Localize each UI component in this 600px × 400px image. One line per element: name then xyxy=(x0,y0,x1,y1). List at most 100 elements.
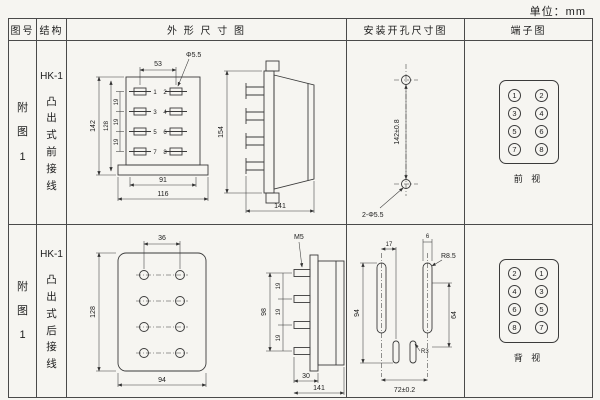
terminal-diagram: 1 2 3 4 5 6 7 8 xyxy=(498,80,559,164)
terminal-number: 6 xyxy=(163,130,167,136)
terminal-pin: 6 xyxy=(535,124,548,138)
terminal-number: 2 xyxy=(163,90,167,96)
terminal-pin: 4 xyxy=(508,285,521,298)
front-view-body xyxy=(117,76,208,176)
dim-side-height: 154 xyxy=(218,126,225,138)
dim-slot-offset: 17 xyxy=(386,242,393,248)
header-mounting: 安装开孔尺寸图 xyxy=(346,18,465,41)
mounting-cell: 17 6 R8.5 94 64 xyxy=(346,224,465,398)
terminal-pin: 3 xyxy=(508,106,521,120)
dim-height-left: 94 xyxy=(354,309,361,317)
terminal-pin: 8 xyxy=(508,321,521,334)
dim-pitch: 19 xyxy=(114,98,120,105)
terminal-number: 4 xyxy=(163,110,167,116)
dim-pitch: 19 xyxy=(276,308,282,315)
terminal-pin: 8 xyxy=(535,142,548,156)
dim-height-outer: 142 xyxy=(90,120,97,132)
terminal-number: 7 xyxy=(153,150,157,156)
header-terminal: 端子图 xyxy=(464,18,593,41)
front-view-dimensions: 36 128 94 xyxy=(90,235,207,387)
mounting-slots xyxy=(376,253,433,377)
mounting-drawing-front-wiring: 142±0.8 2-Φ5.5 xyxy=(362,63,418,219)
dim-stud-depth: 30 xyxy=(302,373,310,380)
terminal-pin: 1 xyxy=(508,88,521,102)
terminal-pin: 5 xyxy=(535,303,548,316)
figure-number: 附图1 xyxy=(17,102,28,163)
terminal-cell: 1 2 3 4 5 6 7 8 前 视 xyxy=(464,40,593,225)
model-label: HK-1 xyxy=(40,70,63,82)
figure-number-cell: 附图1 xyxy=(8,224,37,398)
terminal-pin: 1 xyxy=(535,267,548,280)
dim-bottom-outer: 116 xyxy=(157,191,168,198)
terminal-pin: 2 xyxy=(508,267,521,280)
terminal-pin: 6 xyxy=(508,303,521,316)
table-row-rear-wiring: 附图1 HK-1 凸出式后接线 xyxy=(8,224,593,398)
dim-pitch: 19 xyxy=(114,138,120,145)
side-view-dimensions: 154 141 xyxy=(218,70,315,213)
side-view-body xyxy=(245,60,314,204)
dim-slot-width: 6 xyxy=(426,234,430,240)
terminal-grid: 2 1 4 3 6 5 8 7 xyxy=(508,267,549,334)
dim-slot-radius: R8.5 xyxy=(441,253,456,260)
dim-bottom-inner: 91 xyxy=(159,177,167,184)
header-structure: 结构 xyxy=(36,18,67,41)
terminal-number: 1 xyxy=(153,90,157,96)
terminal-pin: 4 xyxy=(535,106,548,120)
mounting-dimensions: 142±0.8 2-Φ5.5 xyxy=(362,83,408,219)
dimension-table: 图号 结构 外 形 尺 寸 图 安装开孔尺寸图 端子图 附图1 HK-1 凸出式… xyxy=(8,18,593,398)
front-view-body xyxy=(117,252,206,372)
outline-cell: 36 128 94 xyxy=(66,224,347,398)
front-view-terminal-numbers: 1 2 3 4 5 6 7 8 xyxy=(153,90,167,156)
header-fig-no: 图号 xyxy=(8,18,37,41)
terminal-view-caption: 背 视 xyxy=(513,352,544,363)
figure-number-cell: 附图1 xyxy=(8,40,37,225)
dim-stud-span: 98 xyxy=(261,308,268,316)
structure-label: 凸出式后接线 xyxy=(46,274,57,371)
terminal-number: 5 xyxy=(153,130,157,136)
terminal-number: 8 xyxy=(163,150,167,156)
dim-hole-callout: Φ5.5 xyxy=(186,52,201,59)
terminal-cell: 2 1 4 3 6 5 8 7 背 视 xyxy=(464,224,593,398)
dim-bottom-width: 94 xyxy=(158,377,166,384)
dim-hole-callout: 2-Φ5.5 xyxy=(362,212,384,219)
figure-number: 附图1 xyxy=(17,280,28,342)
terminal-pin: 7 xyxy=(535,321,548,334)
outline-cell: 1 2 3 4 5 6 7 8 53 Φ5.5 xyxy=(66,40,347,225)
table-row-front-wiring: 附图1 HK-1 凸出式前接线 xyxy=(8,40,593,225)
front-view-dimensions: 53 Φ5.5 142 128 19 xyxy=(90,52,209,201)
mounting-dimensions: 17 6 R8.5 94 64 xyxy=(354,234,458,394)
terminal-pin: 2 xyxy=(535,88,548,102)
dim-height-right: 64 xyxy=(451,311,458,319)
dim-height-inner: 128 xyxy=(104,120,110,131)
terminal-pin: 7 xyxy=(508,142,521,156)
model-label: HK-1 xyxy=(40,249,63,261)
dim-pitch: 19 xyxy=(276,282,282,289)
mounting-cell: 142±0.8 2-Φ5.5 xyxy=(346,40,465,225)
side-view-dimensions: M5 98 19 19 19 xyxy=(261,234,345,395)
dim-top-width: 36 xyxy=(158,235,166,242)
outline-drawing-front-wiring: 1 2 3 4 5 6 7 8 53 Φ5.5 xyxy=(90,52,315,213)
terminal-grid: 1 2 3 4 5 6 7 8 xyxy=(508,88,549,156)
header-row: 图号 结构 外 形 尺 寸 图 安装开孔尺寸图 端子图 xyxy=(8,18,593,41)
terminal-view-caption: 前 视 xyxy=(513,174,544,184)
dim-side-depth: 141 xyxy=(313,385,325,392)
terminal-diagram: 2 1 4 3 6 5 8 7 xyxy=(498,258,559,343)
structure-label: 凸出式前接线 xyxy=(46,95,57,192)
unit-label: 单位：mm xyxy=(529,6,586,18)
header-outline: 外 形 尺 寸 图 xyxy=(66,18,347,41)
terminal-pin: 5 xyxy=(508,124,521,138)
dim-pitch: 19 xyxy=(114,118,120,125)
dim-side-depth: 141 xyxy=(274,203,286,210)
terminal-number: 3 xyxy=(153,110,157,116)
terminal-pin: 3 xyxy=(535,285,548,298)
dim-bottom-span: 72±0.2 xyxy=(394,387,415,394)
structure-cell: HK-1 凸出式后接线 xyxy=(36,224,67,398)
mounting-drawing-rear-wiring: 17 6 R8.5 94 64 xyxy=(354,234,458,394)
dim-top-width: 53 xyxy=(154,61,162,68)
structure-cell: HK-1 凸出式前接线 xyxy=(36,40,67,225)
dim-screw-callout: M5 xyxy=(294,234,304,241)
dim-height-outer: 128 xyxy=(90,306,97,318)
outline-drawing-rear-wiring: 36 128 94 xyxy=(90,234,345,395)
side-view-body xyxy=(293,254,344,372)
dim-small-radius: R3 xyxy=(421,349,429,355)
